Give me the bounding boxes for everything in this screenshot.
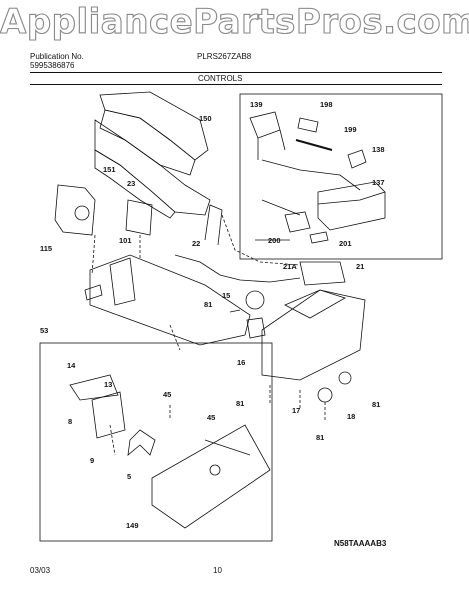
part-label: 81	[204, 300, 212, 309]
leader-lines	[91, 234, 326, 456]
part-label: 15	[222, 291, 230, 300]
part-label: 23	[127, 179, 135, 188]
inset-box-upper	[239, 93, 443, 260]
part-label: 199	[344, 125, 357, 134]
watermark-logo: AppliancePartsPros.com	[0, 1, 469, 42]
footer-date: 03/03	[30, 566, 51, 575]
part-label: 151	[103, 165, 116, 174]
inset-upper-parts	[249, 111, 386, 244]
page-number: 10	[213, 566, 222, 575]
part-labels: 150 151 139 198 199 138 137 200 201 23 1…	[40, 100, 385, 530]
part-label: 22	[192, 239, 200, 248]
housing-53	[84, 254, 251, 346]
part-label: 16	[237, 358, 245, 367]
diagram-code: N58TAAAAB3	[334, 539, 387, 548]
header-rule-top	[30, 72, 442, 73]
publication-number: 5995386876	[30, 61, 75, 70]
part-label: 138	[372, 145, 385, 154]
part-label: 137	[372, 178, 385, 187]
part-label: 21A	[283, 262, 297, 271]
duct-assembly	[94, 91, 211, 219]
part-label: 14	[67, 361, 76, 370]
part-label: 9	[90, 456, 94, 465]
part-label: 150	[199, 114, 212, 123]
fan-assembly	[69, 374, 271, 529]
part-label: 115	[40, 244, 52, 253]
header-rule-bottom	[30, 84, 442, 85]
publication-label: Publication No.	[30, 52, 84, 61]
part-label: 21	[356, 262, 364, 271]
part-label: 81	[372, 400, 380, 409]
inset-box-lower	[39, 342, 273, 542]
model-number: PLRS267ZAB8	[197, 52, 252, 61]
housing-17	[261, 261, 366, 403]
part-label: 18	[347, 412, 355, 421]
lamp-and-socket	[229, 290, 266, 339]
part-label: 198	[320, 100, 333, 109]
part-label: 13	[104, 380, 112, 389]
control-board-and-timer	[54, 184, 153, 236]
wire-harness	[174, 204, 301, 283]
part-label: 81	[316, 433, 324, 442]
part-label: 139	[250, 100, 263, 109]
part-label: 45	[207, 413, 215, 422]
part-label: 8	[68, 417, 72, 426]
section-title: CONTROLS	[198, 74, 243, 83]
part-label: 201	[339, 239, 352, 248]
part-label: 101	[119, 236, 132, 245]
part-label: 53	[40, 326, 48, 335]
part-label: 45	[163, 390, 171, 399]
part-label: 149	[126, 521, 139, 530]
part-label: 5	[127, 472, 131, 481]
part-label: 81	[236, 399, 244, 408]
part-label: 17	[292, 406, 300, 415]
part-label: 200	[268, 236, 281, 245]
